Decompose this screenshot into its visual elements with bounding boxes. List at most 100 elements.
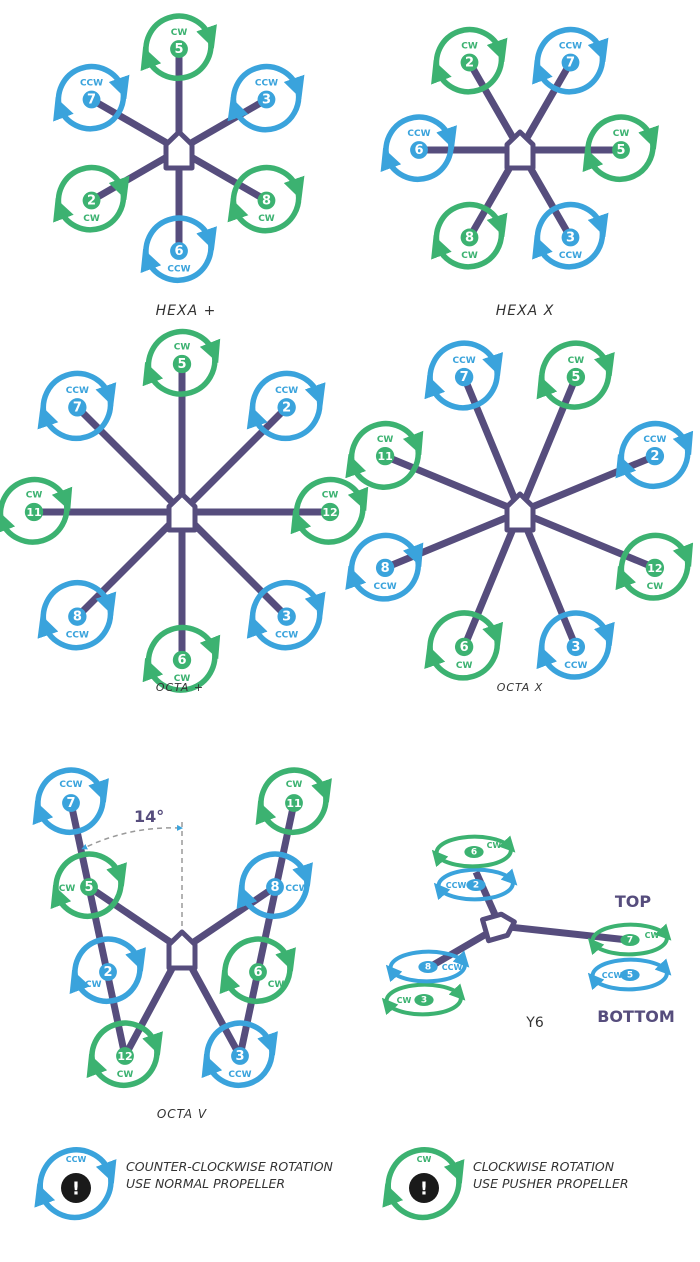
direction-label: CW (117, 1070, 134, 1080)
motor-hub (620, 969, 640, 981)
rotation-arrow (618, 420, 694, 469)
motor-6: 6CW (431, 834, 516, 869)
rotation-arrow (539, 340, 615, 390)
rotation-arrow (201, 1044, 275, 1088)
direction-label: CW (59, 884, 76, 894)
motor-hub (620, 934, 640, 946)
diagram-title: Y6 (525, 1015, 544, 1031)
rotation-arrow (34, 1172, 114, 1221)
frame-arm (516, 60, 574, 152)
rotation-arrow (40, 370, 117, 420)
legend-icon-ccw: !CCW (34, 1147, 117, 1221)
motor-hub (80, 878, 98, 896)
motor-5: 5CW (50, 851, 127, 919)
motor-number: 5 (627, 971, 633, 981)
motor-hub (454, 367, 474, 387)
motor-number: 7 (87, 93, 96, 108)
frame-body (163, 129, 195, 171)
frame-arm (460, 510, 524, 649)
rotation-arrow (381, 993, 463, 1017)
rotation-arrow (590, 922, 672, 947)
frame-arm (74, 404, 185, 515)
direction-label: CCW (602, 971, 623, 980)
motor-number: 5 (616, 143, 625, 158)
motor-5: 5CW (536, 340, 615, 410)
rotation-arrow (380, 138, 454, 182)
rotation-arrow (539, 610, 615, 660)
motor-number: 6 (253, 965, 262, 980)
motor-number: 2 (282, 400, 291, 415)
frame-body (504, 129, 536, 171)
rotation-arrow (246, 395, 323, 442)
motor-hub (375, 446, 395, 466)
rotation-arrow (433, 26, 508, 75)
direction-label: CCW (453, 356, 476, 366)
motor-5: 5 CW (582, 114, 659, 182)
motor-hub (257, 90, 276, 109)
motor-number: 7 (73, 400, 82, 415)
rotation-arrow (35, 767, 109, 816)
legend-icon-cw: !CW (382, 1147, 465, 1221)
direction-label: CW (174, 343, 191, 353)
motor-8: 8CW (431, 201, 508, 270)
motor-number: 8 (262, 194, 271, 209)
frame-arm (516, 510, 580, 649)
motor-number: 5 (174, 42, 183, 57)
direction-label: CCW (59, 780, 82, 790)
motor-number: 3 (571, 640, 580, 655)
motor-number: 6 (177, 653, 186, 668)
rotation-arrow (142, 647, 218, 693)
rotation-arrow (239, 851, 313, 900)
rotation-arrow (32, 791, 106, 835)
direction-label: CW (417, 1155, 432, 1164)
direction-label: CW (487, 841, 502, 850)
motor-hub (68, 398, 87, 417)
motor-hub (249, 963, 267, 981)
rotation-arrow (246, 604, 323, 651)
direction-label: CCW (559, 42, 582, 52)
rotation-arrow (89, 1020, 163, 1069)
rotation-arrow (204, 1020, 278, 1069)
rotation-arrow (236, 875, 310, 919)
motor-hub (257, 191, 276, 210)
frame-arm (466, 60, 524, 152)
rotation-arrow (293, 476, 369, 525)
frame-arm (236, 802, 298, 1057)
motor-number: 8 (425, 963, 431, 973)
rotation-arrow (585, 114, 659, 163)
direction-label: CW (613, 129, 630, 139)
motor-hub (277, 607, 296, 626)
direction-label: CCW (255, 79, 278, 89)
warning-icon (409, 1173, 439, 1203)
direction-label: CCW (275, 386, 298, 396)
rotation-arrow (255, 791, 329, 835)
rotation-arrow (219, 960, 293, 1004)
rotation-arrow (590, 957, 672, 982)
direction-label: CW (258, 214, 275, 224)
motor-number: 2 (465, 56, 474, 71)
rotation-arrow (290, 499, 366, 545)
motor-hub (172, 354, 192, 374)
rotation-arrow (53, 188, 127, 233)
frame-arm (87, 884, 184, 953)
direction-label: CW (26, 491, 43, 501)
rotation-arrow (69, 960, 143, 1004)
rotation-arrow (427, 610, 504, 660)
motor-hub (418, 961, 438, 973)
rotation-arrow (532, 50, 606, 95)
legend-ccw-line1: COUNTER-CLOCKWISE ROTATION (126, 1159, 334, 1174)
rotation-arrow (37, 395, 114, 442)
motor-hub (170, 40, 188, 58)
